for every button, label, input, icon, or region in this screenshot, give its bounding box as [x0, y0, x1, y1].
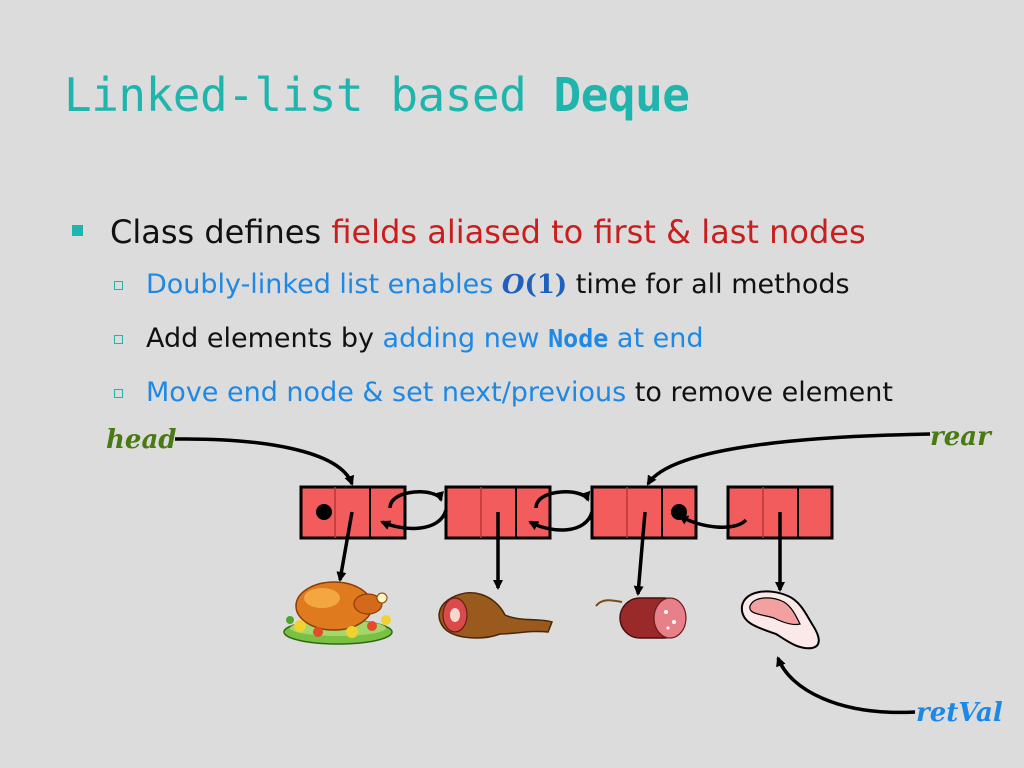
slide-title: Linked-list based Deque: [64, 68, 690, 122]
bullet-sub-2-prefix: Add elements by: [146, 323, 383, 354]
head-label: head: [106, 425, 177, 455]
hollow-square-bullet-icon: [114, 335, 123, 344]
rear-pointer-arrow: [646, 432, 931, 486]
steak-icon: [740, 590, 820, 650]
bullet-sub-2-code: Node: [548, 324, 609, 353]
bullet-sub-2-highlight-a: adding new: [382, 323, 549, 354]
bullet-main-prefix: Class defines: [110, 213, 332, 251]
sausage-icon: [595, 597, 687, 639]
links-2-3: [528, 490, 594, 532]
square-bullet-icon: [72, 225, 83, 236]
bullet-sub-3: Move end node & set next/previous to rem…: [70, 366, 1010, 420]
rear-label: rear: [930, 422, 991, 452]
head-pointer-arrow: [174, 437, 355, 486]
big-o-notation: O(1): [502, 270, 567, 300]
element-pointer-3: [633, 511, 647, 596]
links-1-2: [380, 490, 448, 531]
big-o-open: (: [524, 270, 537, 300]
bullet-sub-1: Doubly-linked list enables O(1) time for…: [70, 258, 1010, 312]
bullet-main: Class defines fields aliased to first & …: [70, 206, 1010, 258]
hollow-square-bullet-icon: [114, 281, 123, 290]
link-4-3: [678, 514, 748, 529]
retval-pointer-arrow: [776, 656, 916, 715]
big-o-var: O: [501, 270, 525, 300]
roast-turkey-icon: [283, 581, 393, 645]
bullet-list: Class defines fields aliased to first & …: [70, 206, 1010, 420]
element-pointer-1: [336, 511, 354, 582]
ham-leg-icon: [438, 592, 553, 639]
title-text: Linked-list based: [64, 68, 554, 122]
bullet-sub-3-highlight: Move end node & set next/previous: [146, 377, 627, 408]
hollow-square-bullet-icon: [114, 389, 123, 398]
big-o-close: ): [554, 270, 568, 300]
bullet-main-highlight: fields aliased to first & last nodes: [331, 213, 866, 251]
bullet-sub-1-highlight: Doubly-linked list enables: [146, 269, 502, 300]
bullet-sub-2: Add elements by adding new Node at end: [70, 312, 1010, 366]
bullet-sub-1-rest: time for all methods: [567, 269, 850, 300]
retval-label: retVal: [916, 698, 1003, 728]
bullet-sub-2-highlight-b: at end: [608, 323, 704, 354]
bullet-sub-3-rest: to remove element: [626, 377, 893, 408]
null-pointer-dot: [316, 504, 332, 520]
title-code: Deque: [553, 68, 690, 122]
big-o-num: 1: [536, 270, 555, 300]
